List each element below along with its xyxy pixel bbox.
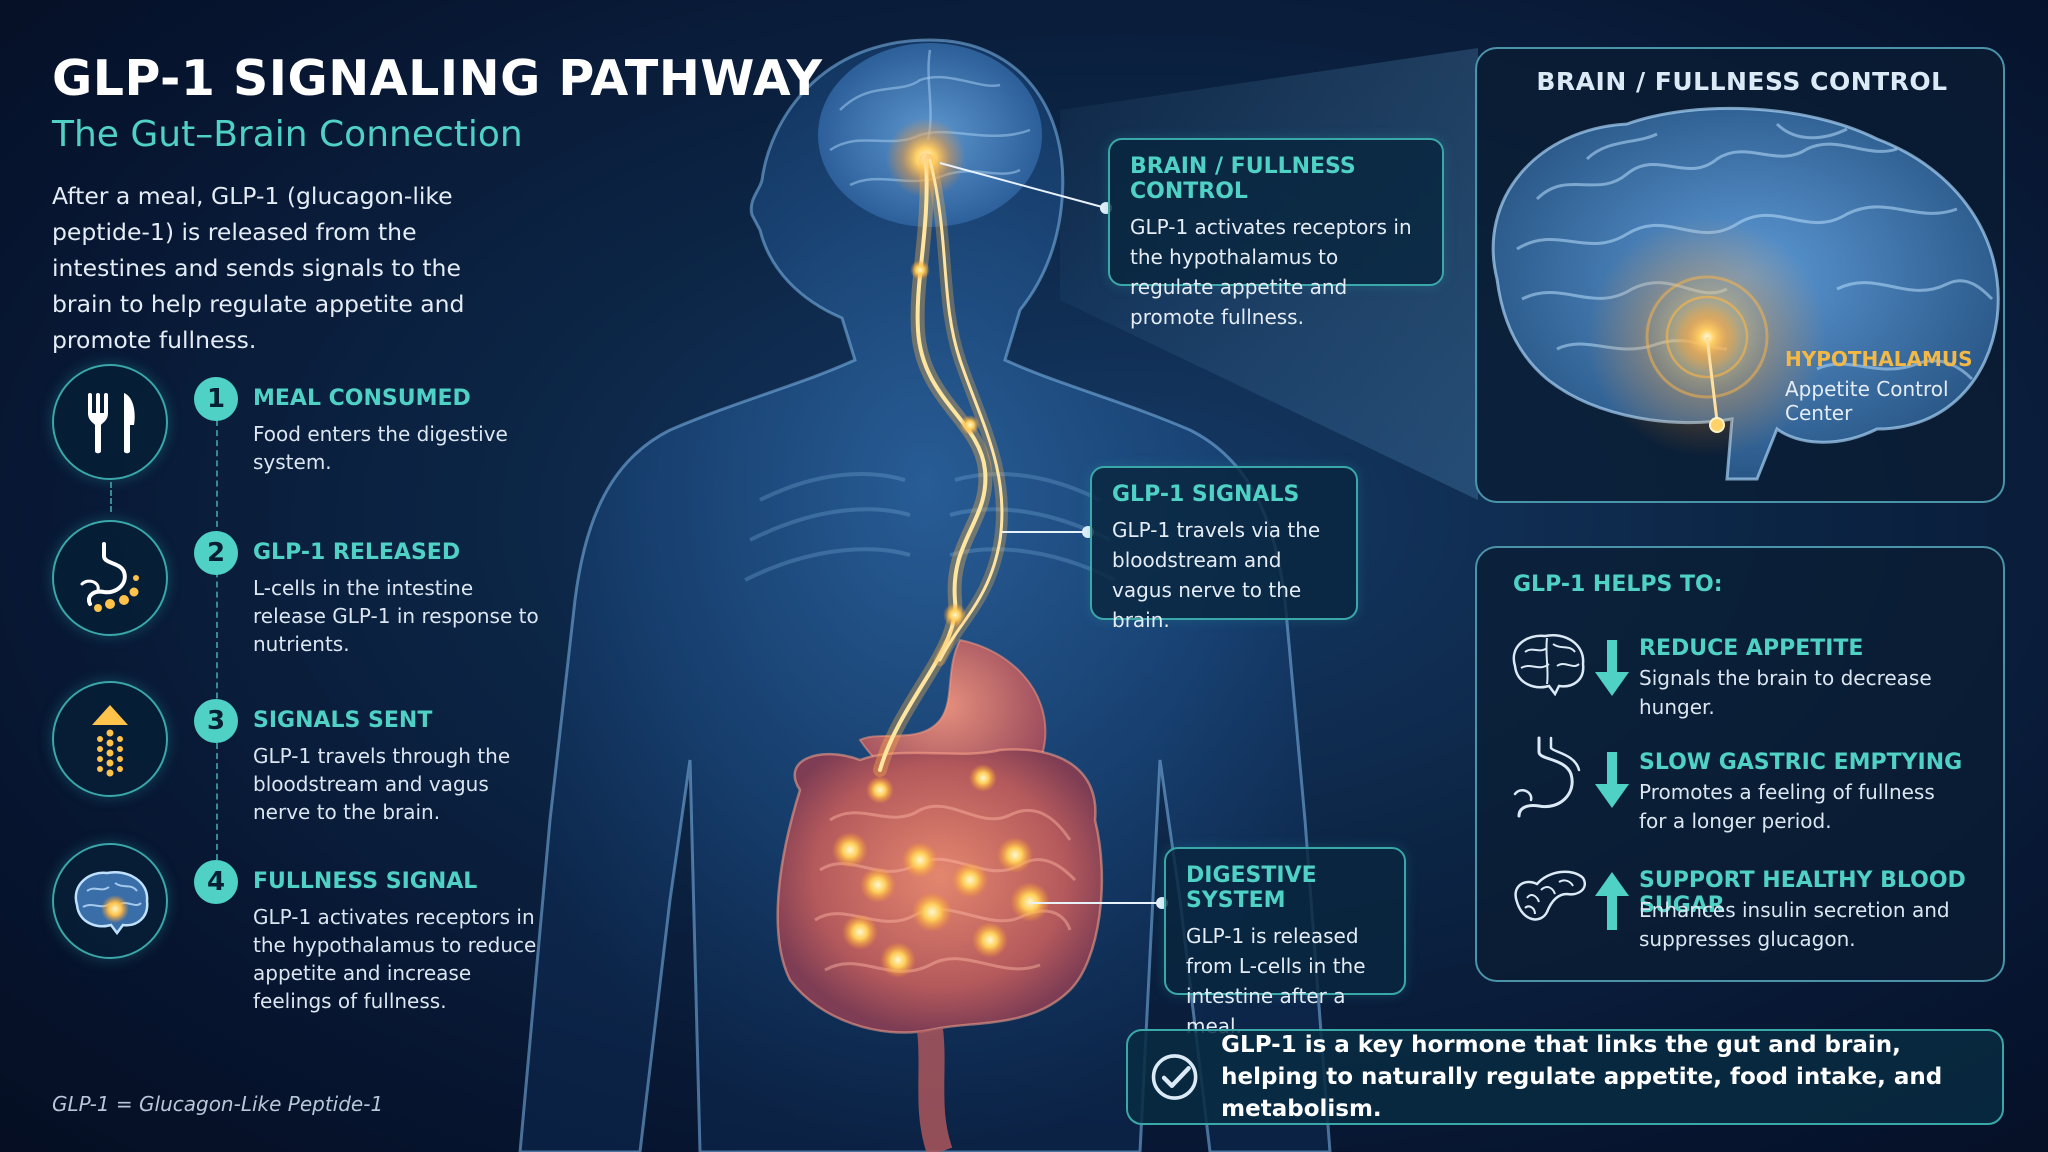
step-number-connector [216,420,218,860]
check-circle-icon [1151,1054,1198,1100]
step-2-desc: L-cells in the intestine release GLP-1 i… [253,576,539,656]
intro-text: After a meal, GLP-1 (glucagon-like pepti… [52,182,465,354]
step-1-title: MEAL CONSUMED [253,386,471,411]
step-2-title: GLP-1 RELEASED [253,540,461,565]
callout-digestive-text: GLP-1 is released from L-cells in the in… [1186,924,1366,1038]
summary-text: GLP-1 is a key hormone that links the gu… [1221,1029,2002,1125]
callout-digestive: DIGESTIVE SYSTEM GLP-1 is released from … [1164,847,1406,1038]
body-silhouette [518,38,1332,1152]
l-cell-glows [832,260,1050,978]
step-1-desc: Food enters the digestive system. [253,422,508,474]
step-3-title: SIGNALS SENT [253,708,433,733]
step-4-icon-circle [52,843,168,959]
helps-panel: GLP-1 HELPS TO: REDUCE APPETITE Signals … [1475,546,2005,982]
brain-detail-illustration [1491,106,2000,481]
intestines-organ [776,748,1104,1034]
summary-line-1: GLP-1 is a key hormone that links the gu… [1221,1032,1901,1058]
callout-brain-text: GLP-1 activates receptors in the hypotha… [1130,215,1412,329]
hypothalamus-sublabel: Appetite Control Center [1785,377,1949,425]
summary-line-2: helping to naturally regulate appetite, … [1221,1064,1943,1122]
step-4-number: 4 [194,860,238,904]
step-4-desc: GLP-1 activates receptors in the hypotha… [253,905,537,1013]
step-icon-connector [110,482,112,512]
brain-icon [74,871,149,936]
help-item-1-title: REDUCE APPETITE [1639,636,1864,661]
step-3-number: 3 [194,699,238,743]
signal-pathway [873,153,1008,777]
page-title: GLP-1 SIGNALING PATHWAY [52,50,823,107]
fork-knife-icon [88,393,135,454]
callout-connectors [939,162,1168,909]
brain-panel-title: BRAIN / FULLNESS CONTROL [1536,67,1948,96]
callout-brain: BRAIN / FULLNESS CONTROL GLP-1 activates… [1108,138,1444,329]
brain-outline-icon [1512,633,1585,696]
step-3-desc: GLP-1 travels through the bloodstream an… [253,744,511,824]
help-item-3-title: SUPPORT HEALTHY BLOOD SUGAR [1639,868,1966,918]
summary-banner: GLP-1 is a key hormone that links the gu… [1126,1029,2004,1125]
help-item-1-desc: Signals the brain to decrease hunger. [1639,666,1932,719]
help-item-3-desc: Enhances insulin secretion and suppresse… [1639,898,1950,951]
rectum-organ [917,1028,953,1152]
pancreas-outline-icon [1514,870,1586,921]
help-item-2-desc: Promotes a feeling of fullness for a lon… [1639,780,1935,833]
down-arrow-icon [1595,640,1629,696]
helps-panel-title: GLP-1 HELPS TO: [1513,572,1723,597]
step-4-title: FULLNESS SIGNAL [253,869,478,894]
stomach-icon [80,542,139,612]
down-arrow-icon-2 [1595,752,1629,808]
help-item-2-title: SLOW GASTRIC EMPTYING [1639,750,1963,775]
callout-signals: GLP-1 SIGNALS GLP-1 travels via the bloo… [1090,466,1358,632]
step-1-number: 1 [194,377,238,421]
callout-signals-title: GLP-1 SIGNALS [1112,482,1300,507]
step-2-number: 2 [194,531,238,575]
page-subtitle: The Gut–Brain Connection [52,114,523,155]
callout-digestive-title: DIGESTIVE SYSTEM [1186,863,1317,913]
step-3-icon-circle [52,681,168,797]
callout-signals-text: GLP-1 travels via the bloodstream and va… [1112,518,1321,632]
callout-brain-title: BRAIN / FULLNESS CONTROL [1130,154,1356,204]
brain-panel: BRAIN / FULLNESS CONTROL HYPOTHALAMUS Ap… [1475,47,2005,503]
stomach-outline-icon [1513,736,1581,818]
up-arrow-icon-2 [1595,872,1629,930]
step-2-icon-circle [52,520,168,636]
footnote: GLP-1 = Glucagon-Like Peptide-1 [52,1092,384,1116]
up-arrow-icon [92,705,128,777]
hypothalamus-label: HYPOTHALAMUS [1785,347,1973,371]
step-1-icon-circle [52,364,168,480]
